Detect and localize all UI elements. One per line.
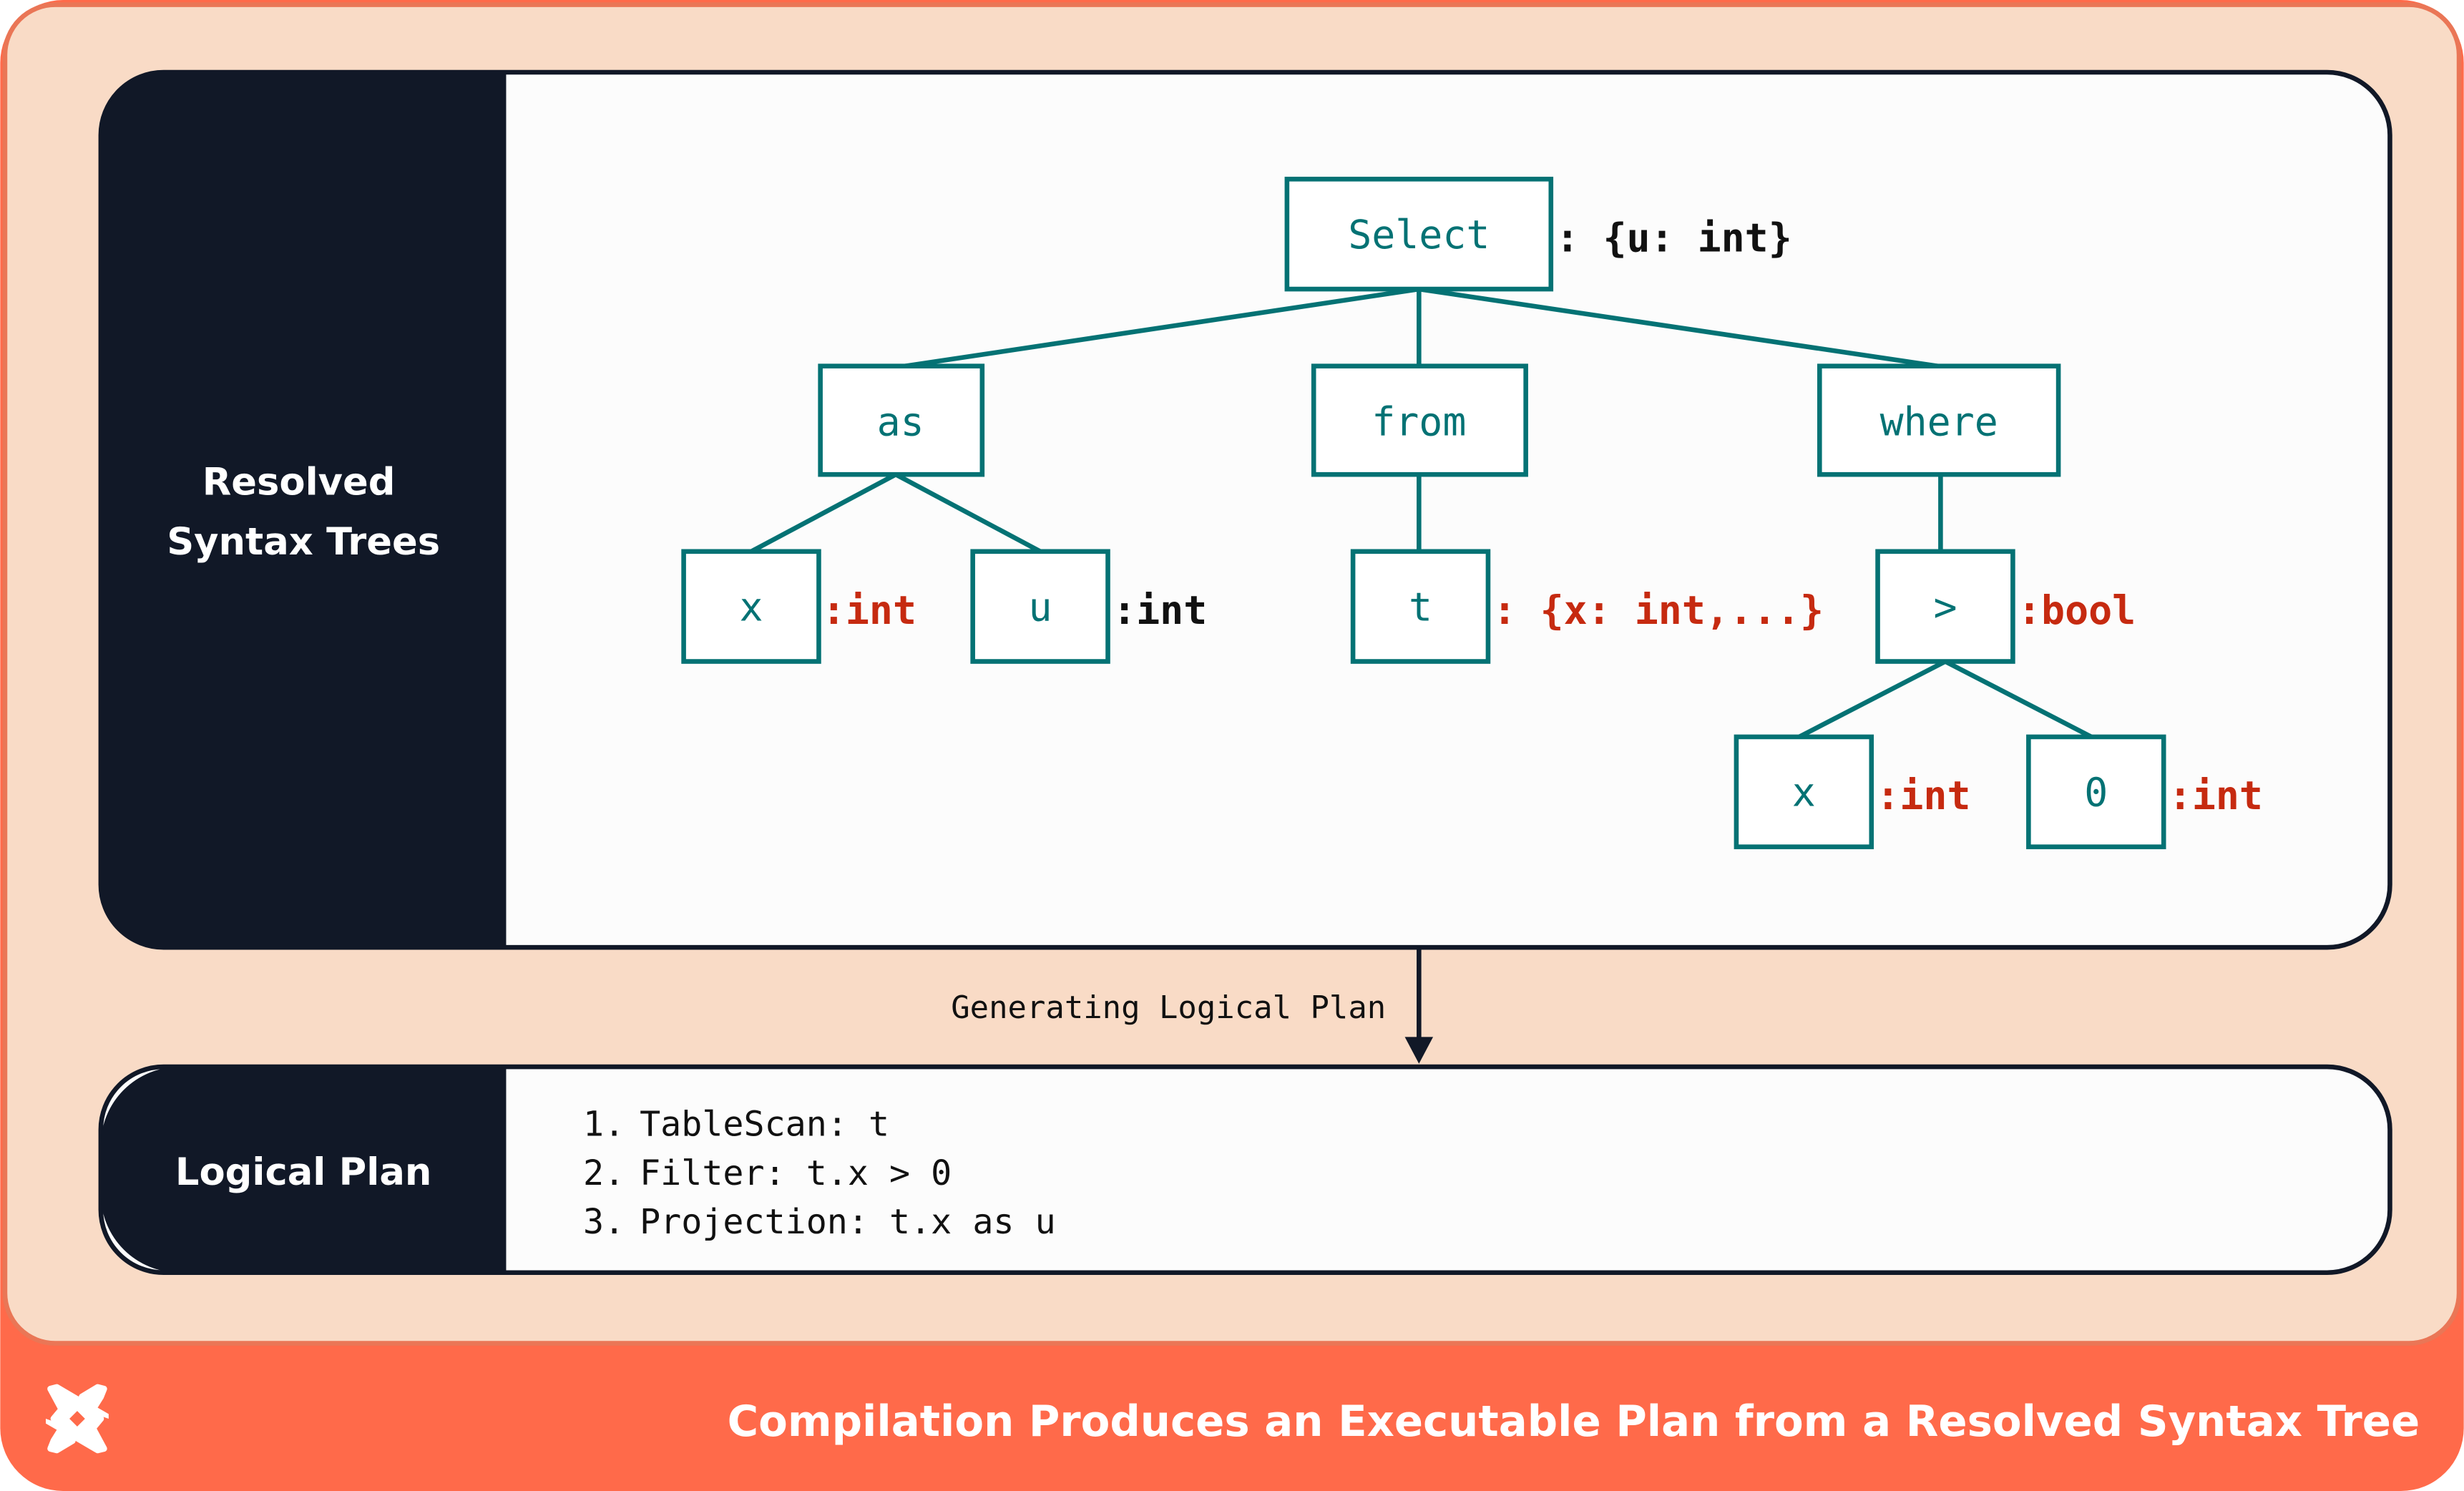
type-annotation: : {x: int,...} [1493, 587, 1824, 633]
brand-x-logo-icon [46, 1384, 109, 1454]
syntax-tree-sidebar [100, 72, 507, 948]
node-label: x [740, 584, 763, 630]
plan-step-number: 3. [583, 1202, 625, 1242]
type-annotation: :int [2169, 773, 2263, 818]
edge-select-where [1418, 286, 1938, 368]
edge-gt-zero [1944, 659, 2093, 739]
node-label: > [1933, 584, 1957, 630]
plan-step-number: 2. [583, 1153, 625, 1193]
node-label: x [1792, 770, 1816, 816]
node-zero: 0 [2026, 734, 2166, 849]
syntax-tree-heading-line1: Resolved [202, 461, 396, 504]
node-select: Select [1284, 177, 1554, 292]
footer-title: Compilation Produces an Executable Plan … [728, 1397, 2420, 1446]
node-label: from [1372, 399, 1466, 444]
node-as: as [818, 363, 985, 477]
node-label: Select [1348, 212, 1490, 258]
edge-as-u [894, 472, 1042, 554]
flow-arrow [1404, 947, 1434, 1064]
edge-gt-x [1798, 659, 1947, 739]
node-label: as [877, 399, 924, 444]
type-annotation: :int [822, 587, 916, 633]
logical-plan-heading: Logical Plan [175, 1150, 431, 1194]
plan-step-number: 1. [583, 1105, 625, 1145]
node-label: where [1880, 399, 1998, 444]
node-label: 0 [2084, 770, 2108, 816]
logical-plan-sidebar [100, 1067, 507, 1273]
node-t: t [1350, 549, 1491, 664]
node-u: u [970, 549, 1110, 664]
node-x-2: x [1734, 734, 1874, 849]
type-annotation: :int [1876, 773, 1970, 818]
node-greater-than: > [1875, 549, 2015, 664]
node-where: where [1817, 363, 2061, 477]
arrow-head-icon [1404, 1037, 1434, 1064]
type-annotation: : {u: int} [1555, 215, 1791, 260]
node-x: x [681, 549, 821, 664]
node-from: from [1311, 363, 1528, 477]
arrow-label: Generating Logical Plan [951, 989, 1386, 1026]
type-annotation: :int [1113, 587, 1207, 633]
plan-step-text: TableScan: t [640, 1105, 889, 1145]
edge-select-as [904, 286, 1419, 368]
node-label: t [1409, 584, 1432, 630]
plan-step-text: Projection: t.x as u [640, 1202, 1056, 1242]
plan-step-text: Filter: t.x > 0 [640, 1153, 952, 1193]
edge-as-x [750, 472, 897, 554]
tree-edges [750, 286, 2093, 739]
node-label: u [1029, 584, 1052, 630]
type-annotation: :bool [2018, 587, 2136, 633]
syntax-tree-heading-line2: Syntax Trees [167, 520, 440, 564]
